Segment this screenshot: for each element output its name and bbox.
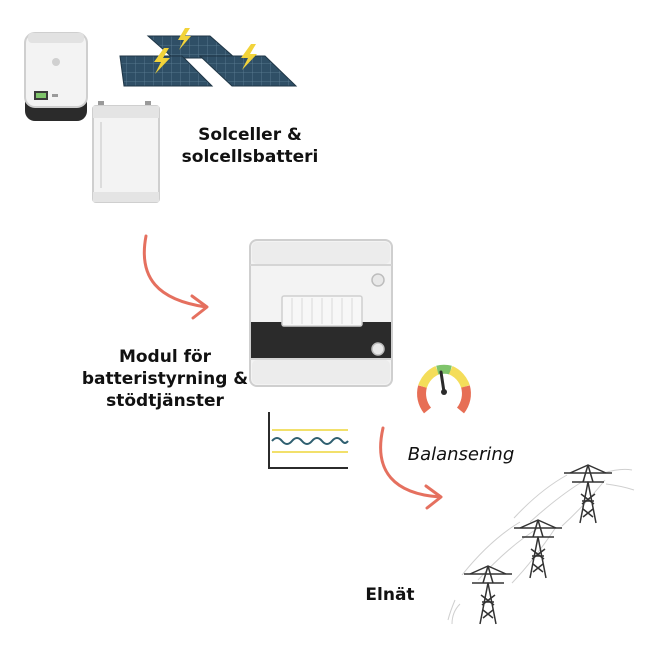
module-label: Modul för batteristyrning & stödtjänster [60, 346, 270, 412]
solar-panel-icon [119, 35, 298, 87]
label-line: solcellsbatteri [181, 147, 319, 167]
label-line: stödtjänster [106, 391, 224, 411]
solar-battery-label: Solceller & solcellsbatteri [170, 124, 330, 168]
power-lines [447, 468, 635, 625]
control-module-icon [249, 239, 393, 387]
lightning-icon [154, 28, 257, 74]
label-line: Modul för [118, 347, 212, 367]
inverter-icon [24, 32, 88, 121]
waveform-chart-icon [268, 412, 349, 469]
power-tower-icon [464, 565, 512, 625]
gauge-icon [417, 364, 471, 414]
balancing-label: Balansering [407, 444, 515, 465]
power-tower-icon [564, 464, 612, 524]
grid-label: Elnät [365, 585, 415, 605]
arrow-solar-to-module [142, 234, 209, 320]
power-tower-icon [514, 519, 562, 579]
label-line: batteristyrning & [81, 369, 249, 389]
battery-icon [92, 101, 160, 203]
label-line: Solceller & [198, 125, 302, 145]
arrow-module-to-grid [379, 426, 443, 510]
